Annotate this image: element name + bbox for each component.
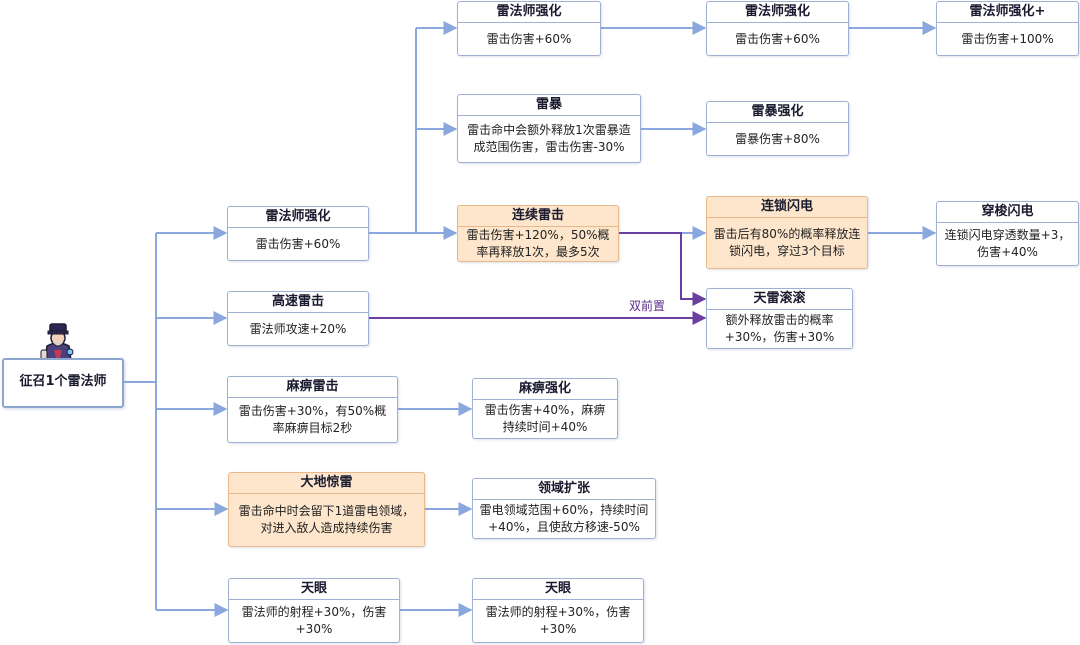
node-desc: 雷法师攻速+20% <box>249 321 347 336</box>
node-title: 雷暴 <box>458 95 640 116</box>
node-title: 麻痹雷击 <box>228 377 397 398</box>
node-n12[interactable]: 天雷滚滚 额外释放雷击的概率+30%，伤害+30% <box>706 288 853 349</box>
node-n14[interactable]: 穿梭闪电 连锁闪电穿透数量+3，伤害+40% <box>936 201 1079 266</box>
node-title: 雷暴强化 <box>707 102 848 123</box>
node-n6[interactable]: 雷法师强化 雷击伤害+60% <box>457 1 601 56</box>
node-desc: 雷击伤害+120%，50%概率再释放1次，最多5次 <box>466 228 610 259</box>
node-title: 连续雷击 <box>458 206 618 227</box>
node-title: 高速雷击 <box>228 292 368 313</box>
node-desc: 额外释放雷击的概率+30%，伤害+30% <box>724 313 835 344</box>
node-title: 麻痹强化 <box>473 379 617 400</box>
node-desc: 雷击伤害+60% <box>255 236 341 251</box>
node-desc: 雷电领域范围+60%，持续时间+40%，且使敌方移速-50% <box>479 503 649 534</box>
node-desc: 雷法师的射程+30%，伤害+30% <box>485 605 631 636</box>
node-title: 雷法师强化 <box>458 2 600 23</box>
node-n2[interactable]: 高速雷击 雷法师攻速+20% <box>227 291 369 346</box>
node-title: 连锁闪电 <box>707 197 867 218</box>
dual-prereq-label: 双前置 <box>629 299 666 313</box>
node-n8[interactable]: 连续雷击 雷击伤害+120%，50%概率再释放1次，最多5次 <box>457 205 619 262</box>
node-desc: 雷击命中时会留下1道雷电领域，对进入敌人造成持续伤害 <box>238 504 415 535</box>
node-n4[interactable]: 大地惊雷 雷击命中时会留下1道雷电领域，对进入敌人造成持续伤害 <box>228 472 425 547</box>
node-n7[interactable]: 雷暴 雷击命中会额外释放1次雷暴造成范围伤害，雷击伤害-30% <box>457 94 641 163</box>
node-desc: 雷击后有80%的概率释放连锁闪电，穿过3个目标 <box>713 227 861 258</box>
node-desc: 雷法师的射程+30%，伤害+30% <box>241 605 387 636</box>
node-n11[interactable]: 连锁闪电 雷击后有80%的概率释放连锁闪电，穿过3个目标 <box>706 196 868 269</box>
node-desc: 雷击伤害+60% <box>486 31 572 46</box>
node-n15[interactable]: 麻痹强化 雷击伤害+40%，麻痹持续时间+40% <box>472 378 618 439</box>
node-n1[interactable]: 雷法师强化 雷击伤害+60% <box>227 206 369 261</box>
node-title: 雷法师强化 <box>228 207 368 228</box>
root-node[interactable]: 征召1个雷法师 <box>2 358 124 408</box>
node-title: 领域扩张 <box>473 479 655 500</box>
node-n17[interactable]: 天眼 雷法师的射程+30%，伤害+30% <box>472 578 644 643</box>
node-desc: 雷击伤害+40%，麻痹持续时间+40% <box>484 403 606 434</box>
node-title: 天雷滚滚 <box>707 289 852 310</box>
node-desc: 雷击命中会额外释放1次雷暴造成范围伤害，雷击伤害-30% <box>467 123 631 154</box>
node-title: 雷法师强化+ <box>937 2 1078 23</box>
node-desc: 雷击伤害+100% <box>961 31 1054 46</box>
node-desc: 连锁闪电穿透数量+3，伤害+40% <box>944 228 1071 259</box>
node-n5[interactable]: 天眼 雷法师的射程+30%，伤害+30% <box>228 578 400 643</box>
node-title: 天眼 <box>473 579 643 600</box>
node-n13[interactable]: 雷法师强化+ 雷击伤害+100% <box>936 1 1079 56</box>
node-desc: 雷击伤害+30%，有50%概率麻痹目标2秒 <box>238 404 387 435</box>
node-n10[interactable]: 雷暴强化 雷暴伤害+80% <box>706 101 849 156</box>
node-desc: 雷暴伤害+80% <box>735 131 820 146</box>
node-n3[interactable]: 麻痹雷击 雷击伤害+30%，有50%概率麻痹目标2秒 <box>227 376 398 443</box>
node-n9[interactable]: 雷法师强化 雷击伤害+60% <box>706 1 849 56</box>
root-label: 征召1个雷法师 <box>19 374 107 389</box>
node-desc: 雷击伤害+60% <box>735 31 820 46</box>
node-title: 大地惊雷 <box>229 473 424 494</box>
edge-n8-n12 <box>619 232 707 306</box>
node-title: 穿梭闪电 <box>937 202 1078 223</box>
node-n16[interactable]: 领域扩张 雷电领域范围+60%，持续时间+40%，且使敌方移速-50% <box>472 478 656 539</box>
node-title: 天眼 <box>229 579 399 600</box>
node-title: 雷法师强化 <box>707 2 848 23</box>
